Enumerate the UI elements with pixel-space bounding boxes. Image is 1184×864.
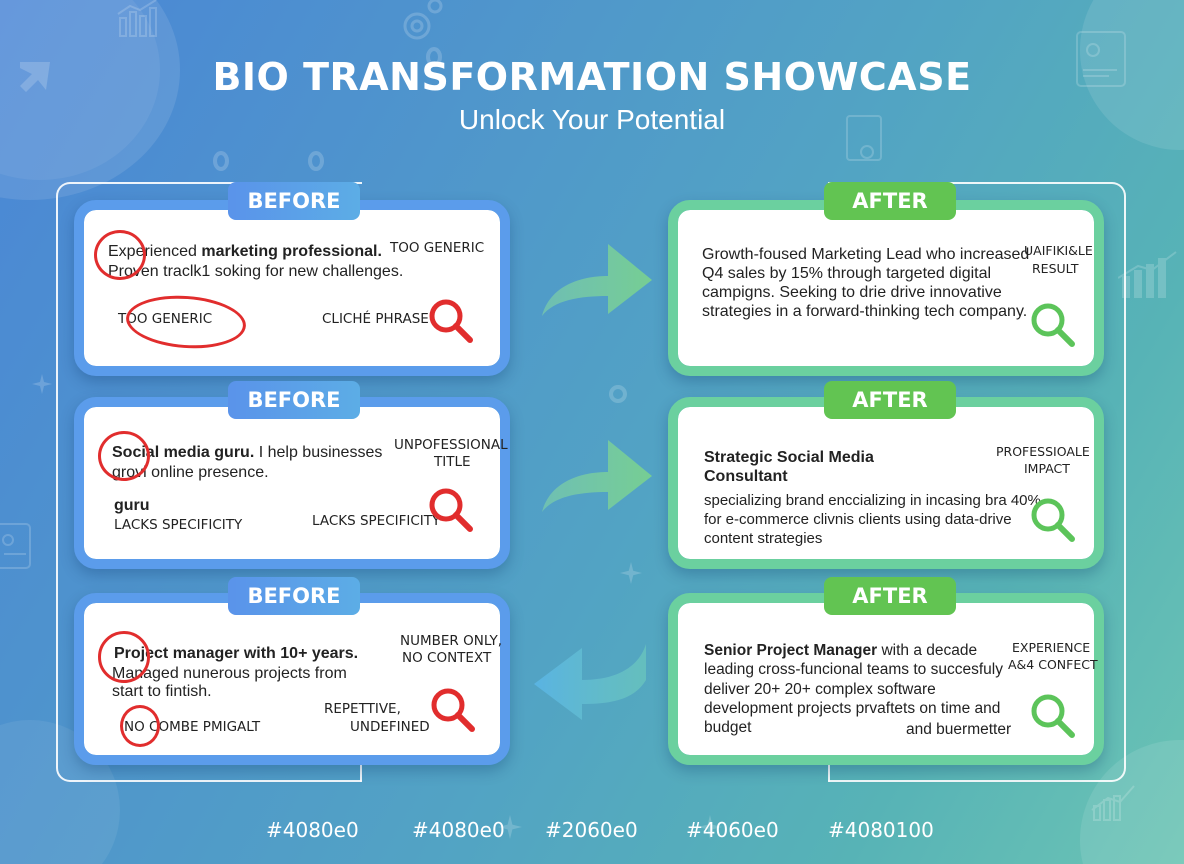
- calendar-gear-icon: [846, 115, 882, 161]
- bio-text: for e-commerce clivnis clients using dat…: [704, 511, 1012, 528]
- critique-label: NUMBER ONLY,: [400, 633, 503, 649]
- transform-arrow-left-icon: [534, 644, 646, 720]
- before-column-frame-tail: [358, 762, 362, 782]
- bio-text: development projects prvaftets on time a…: [704, 700, 1001, 717]
- bio-text: start to fintish.: [112, 683, 212, 700]
- bio-text: deliver 20+ 20+ complex software: [704, 681, 936, 698]
- magnifier-green-icon: [1031, 303, 1075, 347]
- bio-text: leading cross-funcional teams to succesf…: [704, 661, 1003, 678]
- transform-arrow-right-icon: [542, 244, 652, 316]
- improvement-label: RESULT: [1032, 261, 1079, 276]
- improvement-label: EXPERIENCE: [1012, 640, 1091, 655]
- page-subtitle: Unlock Your Potential: [458, 104, 726, 135]
- before-badge: BEFORE: [228, 577, 360, 615]
- bio-text: content strategies: [704, 530, 823, 547]
- chart-growth-icon: [1091, 785, 1135, 821]
- highlight-circle: [120, 705, 160, 747]
- critique-label: LACKS SPECIFICITY: [312, 513, 441, 529]
- before-card-social: Social media guru. I help businesses gro…: [74, 397, 510, 569]
- ring-decoration: [308, 151, 324, 171]
- before-badge: BEFORE: [228, 182, 360, 220]
- highlight-circle: [124, 291, 248, 353]
- id-card-icon: [1076, 31, 1126, 87]
- after-card-project: Senior Project Manager with a decade lea…: [668, 593, 1104, 765]
- ring-decoration: [426, 47, 442, 67]
- bio-text: Q4 sales by 15% through targeted digital: [702, 265, 992, 282]
- magnifier-green-icon: [1031, 694, 1075, 738]
- before-column-frame: [56, 182, 362, 782]
- transform-arrow-right-icon: [542, 440, 652, 512]
- page-title: BIO TRANSFORMATION SHOWCASE: [212, 55, 972, 99]
- critique-label: CLICHÉ PHRASE: [322, 311, 429, 327]
- critique-label: LACKS SPECIFICITY: [114, 517, 243, 533]
- bio-text: budget: [704, 719, 752, 736]
- critique-label: NO CONTEXT: [402, 650, 492, 666]
- after-badge: AFTER: [824, 182, 956, 220]
- before-card-marketing: Experienced marketing professional. Prov…: [74, 200, 510, 376]
- critique-label: TITLE: [434, 454, 471, 470]
- color-code-label: #4080100: [828, 818, 934, 842]
- improvement-label: UAIFIKI&LE: [1024, 243, 1093, 258]
- id-card-icon: [0, 523, 31, 569]
- improvement-label: A&4 CONFECT: [1008, 657, 1098, 672]
- bio-text: Proven traclk1 soking for new challenges…: [108, 263, 404, 280]
- bio-text: Social media guru. I help businesses: [112, 444, 383, 461]
- after-badge: AFTER: [824, 577, 956, 615]
- bio-title: Strategic Social Media: [704, 449, 874, 466]
- bio-text: guru: [114, 497, 150, 514]
- after-column-frame-tail: [828, 762, 832, 782]
- before-badge: BEFORE: [228, 381, 360, 419]
- after-column-frame: [828, 182, 1126, 782]
- critique-label: TOO GENERIC: [390, 240, 485, 256]
- before-card-project: Project manager with 10+ years. Managed …: [74, 593, 510, 765]
- highlight-circle: [94, 230, 146, 280]
- critique-label: REPETTIVE,: [324, 701, 401, 717]
- color-code-label: #4060e0: [686, 818, 779, 842]
- sparkle-icon: [32, 374, 52, 394]
- improvement-label: PROFESSIOALE: [996, 444, 1090, 459]
- bio-text: strategies in a forward-thinking tech co…: [702, 303, 1028, 320]
- chart-growth-icon: [117, 0, 157, 37]
- critique-label: UNPOFESSIONAL: [394, 437, 508, 453]
- critique-label: UNDEFINED: [350, 719, 430, 735]
- arrow-cursor-icon: [20, 62, 50, 92]
- after-badge: AFTER: [824, 381, 956, 419]
- magnifier-red-icon: [429, 299, 473, 343]
- bio-text: Senior Project Manager with a decade: [704, 642, 978, 659]
- color-code-label: #2060e0: [545, 818, 638, 842]
- sparkle-icon: [498, 815, 522, 839]
- after-card-marketing: Growth-foused Marketing Lead who increas…: [668, 200, 1104, 376]
- improvement-label: IMPACT: [1024, 461, 1070, 476]
- sparkle-icon: [698, 815, 722, 839]
- gear-icon: [403, 0, 443, 40]
- bio-text: Growth-foused Marketing Lead who increas…: [702, 246, 1030, 263]
- bio-text: Experienced marketing professional.: [108, 243, 382, 260]
- bio-text: and buermetter: [906, 721, 1012, 738]
- color-code-label: #4080e0: [412, 818, 505, 842]
- chart-growth-icon: [1118, 251, 1177, 298]
- after-card-social: Strategic Social Media Consultant specia…: [668, 397, 1104, 569]
- sparkle-icon: [620, 562, 642, 584]
- bio-text: Project manager with 10+ years.: [114, 645, 359, 662]
- ring-decoration: [213, 151, 229, 171]
- bio-text: specializing brand enccializing in incas…: [704, 492, 1041, 509]
- highlight-circle: [98, 431, 150, 481]
- magnifier-green-icon: [1031, 498, 1075, 542]
- critique-label: TOO GENERIC: [118, 311, 213, 327]
- magnifier-red-icon: [431, 688, 475, 732]
- bio-text: Managed nunerous projects from: [112, 665, 347, 682]
- highlight-circle: [98, 631, 150, 683]
- magnifier-red-icon: [429, 488, 473, 532]
- bio-text: campigns. Seeking to drie drive innovati…: [702, 284, 1002, 301]
- color-code-label: #4080e0: [266, 818, 359, 842]
- bio-title: Consultant: [704, 468, 788, 485]
- bio-text: grovi online presence.: [112, 464, 269, 481]
- ring-decoration: [609, 385, 627, 403]
